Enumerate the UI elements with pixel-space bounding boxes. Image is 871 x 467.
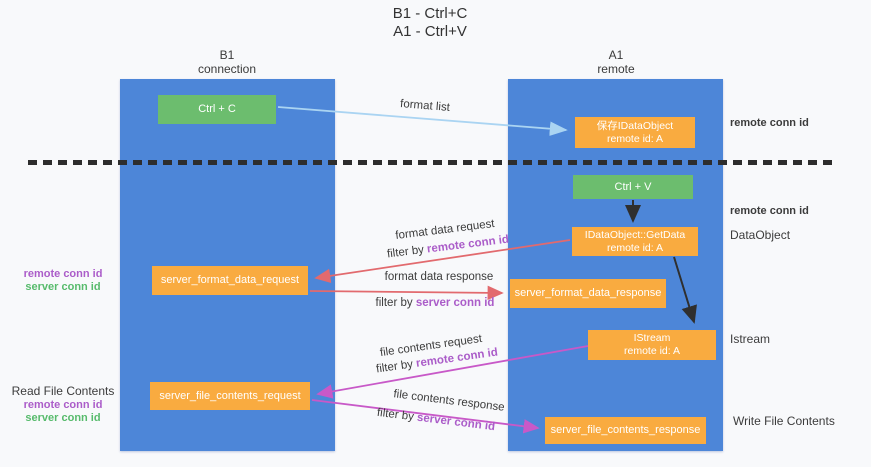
server-conn-id-annotation-left: server conn id: [25, 281, 101, 293]
remote-conn-id-annotation-left: remote conn id: [23, 268, 103, 280]
filter-by-text: filter by: [375, 357, 417, 376]
format-data-response-label: format data response: [384, 271, 494, 283]
format-list-label: format list: [399, 98, 451, 114]
idataobject-getdata-node: IDataObject::GetData remote id: A: [572, 227, 698, 256]
server-file-contents-request-node: server_file_contents_request: [150, 382, 310, 410]
save-idataobject-node: 保存IDataObject remote id: A: [575, 117, 695, 148]
istream-line1: IStream: [633, 332, 671, 344]
server-conn-id-text: server conn id: [416, 411, 496, 434]
column-b1-subtitle: connection: [197, 62, 257, 76]
diagram-title: B1 - Ctrl+C A1 - Ctrl+V: [330, 5, 530, 41]
getdata-line1: IDataObject::GetData: [584, 228, 686, 241]
read-file-contents-annotation: Read File Contents: [11, 384, 115, 398]
ctrl-v-node: Ctrl + V: [573, 175, 693, 199]
ctrl-c-label: Ctrl + C: [198, 103, 236, 115]
server-format-data-request-node: server_format_data_request: [152, 266, 308, 295]
title-line-2: A1 - Ctrl+V: [393, 23, 467, 40]
column-a1-name: A1: [608, 48, 624, 62]
istream-annotation: Istream: [730, 332, 771, 346]
istream-line2: remote id: A: [623, 345, 681, 357]
dataobject-annotation: DataObject: [730, 228, 791, 242]
filter-by-text: filter by: [386, 243, 428, 261]
remote-conn-id-text: remote conn id: [426, 233, 510, 256]
save-idataobject-line2: remote id: A: [606, 132, 664, 145]
format-data-response-arrow: [309, 285, 504, 301]
format-request-label: server_format_data_request: [160, 274, 300, 286]
filter-by-text: filter by: [376, 406, 418, 424]
column-header-a1: A1 remote: [556, 48, 676, 76]
column-a1-subtitle: remote: [597, 62, 635, 76]
ctrl-v-label: Ctrl + V: [614, 180, 652, 193]
file-response-label: server_file_contents_response: [550, 424, 701, 436]
column-header-b1: B1 connection: [167, 48, 287, 76]
filter-by-server-conn-id-label-1: filter by server conn id: [355, 297, 515, 309]
save-idataobject-line1: 保存IDataObject: [596, 119, 674, 132]
format-response-label: server_format_data_response: [514, 287, 662, 299]
server-format-data-response-node: server_format_data_response: [510, 279, 666, 308]
title-line-1: B1 - Ctrl+C: [392, 5, 468, 22]
getdata-line2: remote id: A: [606, 241, 664, 254]
ctrl-c-node: Ctrl + C: [158, 95, 276, 124]
server-conn-id-text: server conn id: [415, 297, 495, 309]
server-file-contents-response-node: server_file_contents_response: [545, 417, 706, 444]
istream-node: IStream remote id: A: [588, 330, 716, 360]
remote-conn-id-annotation-bottom-left: remote conn id: [23, 399, 103, 411]
column-b1-name: B1: [219, 48, 235, 62]
read-file-contents-annotations: Read File Contents remote conn id server…: [8, 384, 118, 425]
phase-separator-line: [28, 160, 834, 165]
remote-conn-id-annotation-top-right: remote conn id: [730, 117, 809, 129]
left-conn-id-annotations: remote conn id server conn id: [8, 268, 118, 294]
file-request-label: server_file_contents_request: [159, 389, 301, 402]
server-conn-id-annotation-bottom-left: server conn id: [25, 412, 101, 424]
filter-by-text: filter by: [375, 297, 416, 309]
remote-conn-id-annotation-mid-right: remote conn id: [730, 205, 809, 217]
write-file-contents-annotation: Write File Contents: [733, 414, 835, 428]
